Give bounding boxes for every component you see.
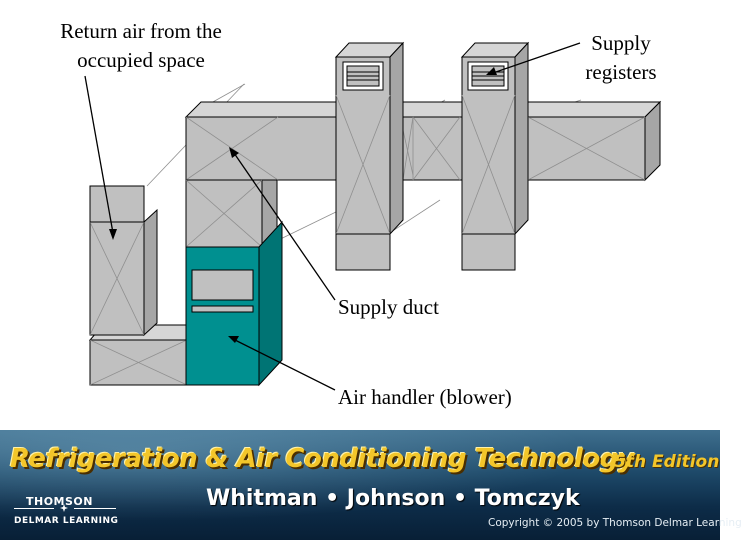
supply-branch-1 xyxy=(334,41,405,271)
supply-branch-2 xyxy=(460,41,530,271)
return-grille xyxy=(89,185,145,223)
banner-glow xyxy=(0,430,720,540)
supply-registers-label: Supply registers xyxy=(585,31,657,84)
air-handler-slot xyxy=(191,305,254,313)
hvac-duct-diagram xyxy=(84,41,662,391)
logo-divider-left xyxy=(14,508,54,509)
air-handler xyxy=(185,220,283,387)
edition-label: 5th Edition xyxy=(614,452,720,472)
air-handler-panel xyxy=(191,269,254,301)
book-banner: Refrigeration & Air Conditioning Technol… xyxy=(0,430,742,540)
supply-duct-vertical xyxy=(185,179,278,249)
publisher-logo-bottom: DELMAR LEARNING xyxy=(14,516,119,526)
logo-divider-right xyxy=(74,508,116,509)
callout-arrows xyxy=(84,42,581,391)
book-title: Refrigeration & Air Conditioning Technol… xyxy=(10,444,635,474)
supply-duct-label: Supply duct xyxy=(338,295,439,319)
authors-label: Whitman • Johnson • Tomczyk xyxy=(206,486,580,511)
return-air-label: Return air from the occupied space xyxy=(60,19,222,72)
air-handler-label: Air handler (blower) xyxy=(338,385,512,409)
supply-trunk xyxy=(184,100,662,182)
return-duct-vertical xyxy=(89,185,158,337)
publisher-logo-top: THOMSON xyxy=(26,495,93,508)
copyright-text: Copyright © 2005 by Thomson Delmar Learn… xyxy=(488,517,742,529)
star-icon xyxy=(60,504,68,512)
